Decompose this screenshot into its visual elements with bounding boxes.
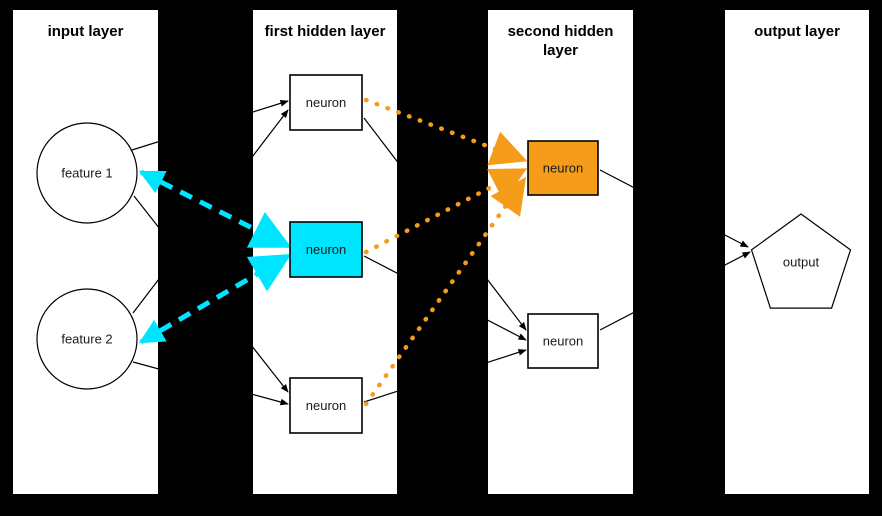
node-label-h2b: neuron [543,334,583,349]
node-h1c[interactable]: neuron [289,377,363,434]
edge-feature2-to-h1a [132,109,289,314]
node-shape-h2b [527,313,599,369]
panel-title-output-layer: output layer [754,23,840,40]
node-shape-h1c [289,377,363,434]
edge-h1b-to-h2b [363,255,527,341]
edge-feature1-to-h1b [138,169,292,249]
panel-second-hidden-layer: second hidden layer [488,10,633,494]
node-feature2[interactable]: feature 2 [36,288,138,390]
edge-h1b-to-h2a [363,167,528,255]
node-h2b[interactable]: neuron [527,313,599,369]
edge-feature1-to-h1c [133,195,289,393]
node-shape-h2a [527,140,599,196]
node-shape-h1a [289,74,363,131]
node-label-feature2: feature 2 [61,332,112,347]
edge-h2b-to-out [599,251,751,331]
panel-input-layer: input layer [13,10,158,494]
edge-h1c-to-h2a [363,177,527,407]
node-label-h1b: neuron [306,242,346,257]
node-h2a[interactable]: neuron [527,140,599,196]
panel-title-first-hidden-layer: first hidden layer [264,23,386,40]
node-label-out: output [783,255,820,270]
highlighted-orange-edges [363,97,528,407]
panel-title-second-hidden-layer: second hidden layer [507,23,614,59]
edge-feature1-to-h1a [131,100,289,151]
edge-h2a-to-out [599,169,749,248]
node-label-h2a: neuron [543,161,583,176]
highlighted-cyan-edges [138,169,292,345]
node-shape-h1b [289,221,363,278]
node-shape-feature1 [36,122,138,224]
plain-edges [131,100,751,406]
node-label-h1c: neuron [306,398,346,413]
node-shapes: feature 1 feature 2 neuron neuron neuron neur… [36,74,852,434]
panel-title-input-layer: input layer [47,23,124,40]
node-out[interactable]: output [750,213,852,309]
node-feature1[interactable]: feature 1 [36,122,138,224]
node-label-feature1: feature 1 [61,166,112,181]
edge-feature2-to-h1c [132,361,289,406]
node-shape-out [750,213,852,309]
node-h1b[interactable]: neuron [289,221,363,278]
edge-h1c-to-h2b [363,349,527,403]
node-shape-feature2 [36,288,138,390]
edge-feature2-to-h1b [138,253,292,345]
edge-h1a-to-h2b [363,117,527,331]
node-h1a[interactable]: neuron [289,74,363,131]
node-label-h1a: neuron [306,95,346,110]
